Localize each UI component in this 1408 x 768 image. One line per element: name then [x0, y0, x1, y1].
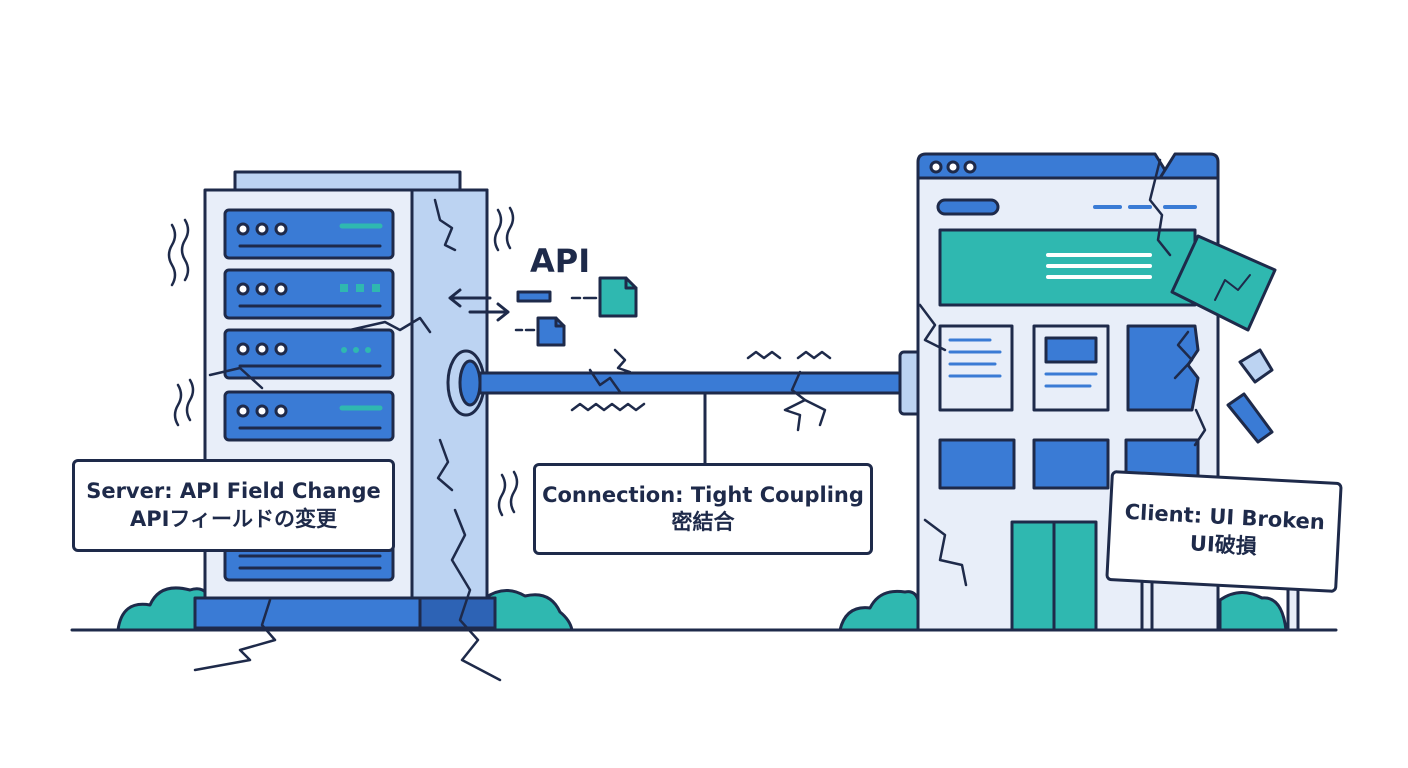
bush-right — [838, 589, 1288, 632]
server-label: Server: API Field Change APIフィールドの変更 — [72, 459, 395, 552]
broken-piece — [1170, 234, 1277, 444]
bush-left — [116, 586, 574, 632]
server-label-ja: APIフィールドの変更 — [129, 506, 338, 531]
api-tag: API — [530, 242, 591, 280]
server-rack — [193, 170, 502, 682]
server-unit — [223, 268, 395, 320]
document-icon — [536, 316, 566, 347]
vibration-icon — [167, 206, 519, 517]
client-label-ja: UI破損 — [1189, 530, 1258, 559]
server-label-en: Server: API Field Change — [86, 479, 381, 504]
server-unit — [223, 328, 395, 380]
crack-icon — [193, 198, 502, 682]
connection-pipe — [446, 349, 924, 465]
client-label: Client: UI Broken UI破損 — [1105, 470, 1343, 593]
connection-label-ja: 密結合 — [671, 510, 735, 534]
server-unit — [223, 390, 395, 442]
arrow-icon — [448, 288, 510, 322]
document-icon — [598, 276, 638, 318]
data-packet — [516, 290, 552, 303]
crack-icon — [588, 348, 827, 432]
server-unit — [223, 208, 395, 260]
connection-label-en: Connection: Tight Coupling — [542, 482, 864, 507]
crack-icon — [918, 158, 1207, 587]
vibration-icon — [570, 350, 832, 412]
connection-label: Connection: Tight Coupling 密結合 — [533, 463, 873, 555]
